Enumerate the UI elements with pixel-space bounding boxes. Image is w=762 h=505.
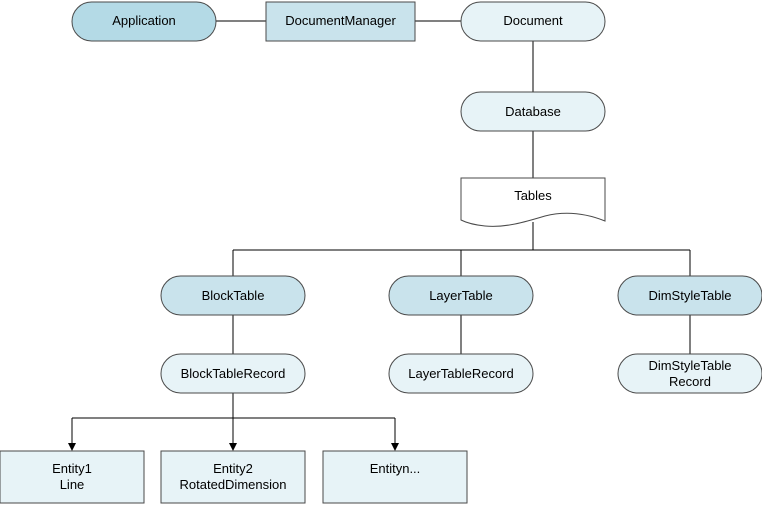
node-block-table-record-label: BlockTableRecord [181, 366, 286, 381]
node-tables: Tables [460, 177, 606, 227]
node-dimstyle-table-record-line2: Record [669, 374, 711, 389]
node-database: Database [460, 91, 606, 132]
node-document: Document [460, 1, 606, 42]
node-entity2-line2: RotatedDimension [180, 477, 287, 492]
node-block-table: BlockTable [160, 275, 306, 316]
node-dimstyle-table-record-line1: DimStyleTable [648, 358, 731, 373]
node-application: Application [71, 1, 217, 42]
node-entity2: Entity2 RotatedDimension [160, 450, 306, 504]
node-block-table-record: BlockTableRecord [160, 353, 306, 394]
node-entity2-line1: Entity2 [213, 461, 253, 476]
node-block-table-label: BlockTable [202, 288, 265, 303]
node-entityn: Entityn... [322, 450, 468, 504]
node-layer-table-label: LayerTable [429, 288, 493, 303]
node-tables-label: Tables [514, 188, 552, 203]
node-document-manager-label: DocumentManager [285, 13, 396, 28]
node-dimstyle-table-record: DimStyleTable Record [617, 353, 762, 394]
node-entity1-line1: Entity1 [52, 461, 92, 476]
node-dimstyle-table: DimStyleTable [617, 275, 762, 316]
node-layer-table-record: LayerTableRecord [388, 353, 534, 394]
node-document-label: Document [503, 13, 563, 28]
node-entity1: Entity1 Line [0, 450, 145, 504]
node-document-manager: DocumentManager [265, 1, 416, 42]
node-dimstyle-table-label: DimStyleTable [648, 288, 731, 303]
node-layer-table: LayerTable [388, 275, 534, 316]
node-layer-table-record-label: LayerTableRecord [408, 366, 514, 381]
node-application-label: Application [112, 13, 176, 28]
node-database-label: Database [505, 104, 561, 119]
connectors [68, 20, 691, 451]
node-entityn-label: Entityn... [370, 461, 421, 476]
node-entity1-line2: Line [60, 477, 85, 492]
